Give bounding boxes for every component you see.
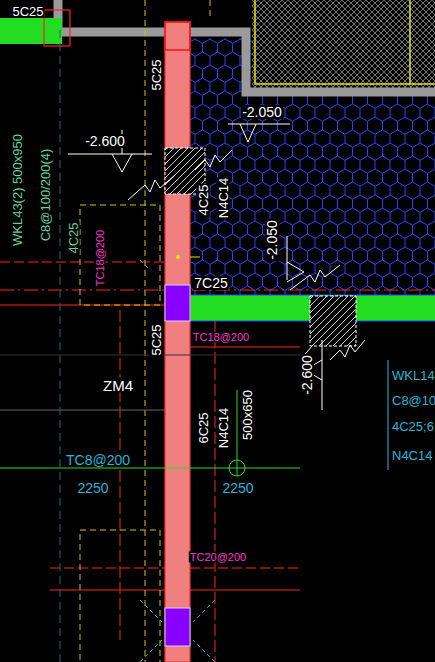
dimension: 2250 [221, 481, 254, 495]
hatch-ground [252, 0, 435, 88]
section-size: 500x650 [241, 389, 254, 441]
axis-lines [0, 262, 435, 662]
column-strip [165, 22, 190, 662]
rebar-note: N4C14 [217, 407, 230, 449]
rebar-note: TC20@200 [189, 552, 247, 563]
stirrup-note: C8@100 [391, 394, 435, 407]
elevation: -2.050 [241, 105, 283, 119]
elevation: -2.600 [300, 354, 314, 396]
elevation-markers [68, 124, 322, 410]
elevation: -2.050 [265, 219, 279, 261]
dimension-lines [0, 30, 388, 662]
column-head [165, 22, 190, 50]
grey-wall [58, 0, 435, 92]
hatch-area [252, 0, 435, 88]
break-lines [128, 150, 365, 360]
rebar-note: N4C14 [217, 177, 230, 219]
pile-cap-outline [80, 0, 210, 662]
rebar-note: 7C25 [193, 276, 228, 290]
rebar-note: N4C14 [391, 449, 433, 462]
rebar-note: 5C25 [11, 5, 44, 18]
break-hatch [310, 296, 356, 346]
beam-label: WKL43(2) 500x950 [11, 133, 24, 247]
dimension: 2250 [76, 481, 109, 495]
rebar-note: 5C25 [150, 323, 163, 356]
rebar-note: TC18@200 [95, 229, 106, 287]
rebar-note: 6C25 [197, 411, 210, 444]
rebar-note: 4C25 [67, 221, 80, 254]
rebar-note: TC18@200 [192, 332, 250, 343]
yellow-outline [255, 0, 435, 84]
stirrup-note: C8@100/200(4) [39, 148, 52, 243]
column-section [165, 285, 190, 321]
green-beam [0, 18, 62, 44]
column-section [165, 608, 190, 646]
rebar-note: 4C25 [197, 183, 210, 216]
rebar-note: 5C25 [150, 58, 163, 91]
beam-label: WKL14 [391, 369, 435, 382]
rebar-note: TC8@200 [65, 453, 131, 467]
break-block [310, 296, 356, 346]
rebar-note: 4C25;6 [391, 420, 435, 433]
elevation: -2.600 [84, 134, 126, 148]
red-outline [44, 10, 70, 46]
column-tag: ZM4 [102, 378, 134, 393]
